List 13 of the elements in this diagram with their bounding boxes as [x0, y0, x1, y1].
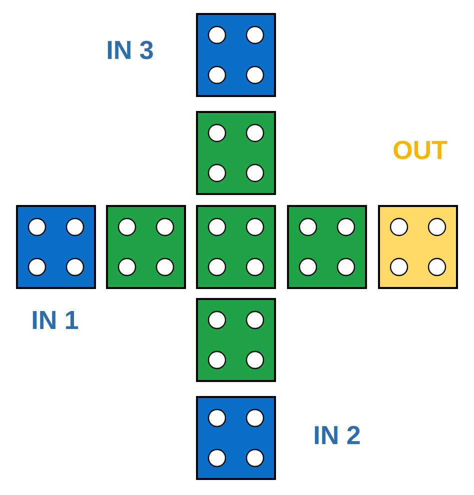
port-label: IN 2 [314, 426, 360, 444]
port-label: OUT [394, 140, 448, 160]
block-tile [196, 298, 276, 382]
block-tile [106, 205, 186, 289]
block-tile [378, 205, 458, 289]
block-tile [196, 13, 276, 97]
port-label: IN 1 [32, 311, 78, 329]
block-tile [196, 111, 276, 195]
block-tile [196, 205, 276, 289]
port-label: IN 3 [108, 40, 153, 60]
block-tile [287, 205, 367, 289]
block-tile [196, 396, 276, 480]
block-tile [16, 205, 96, 289]
